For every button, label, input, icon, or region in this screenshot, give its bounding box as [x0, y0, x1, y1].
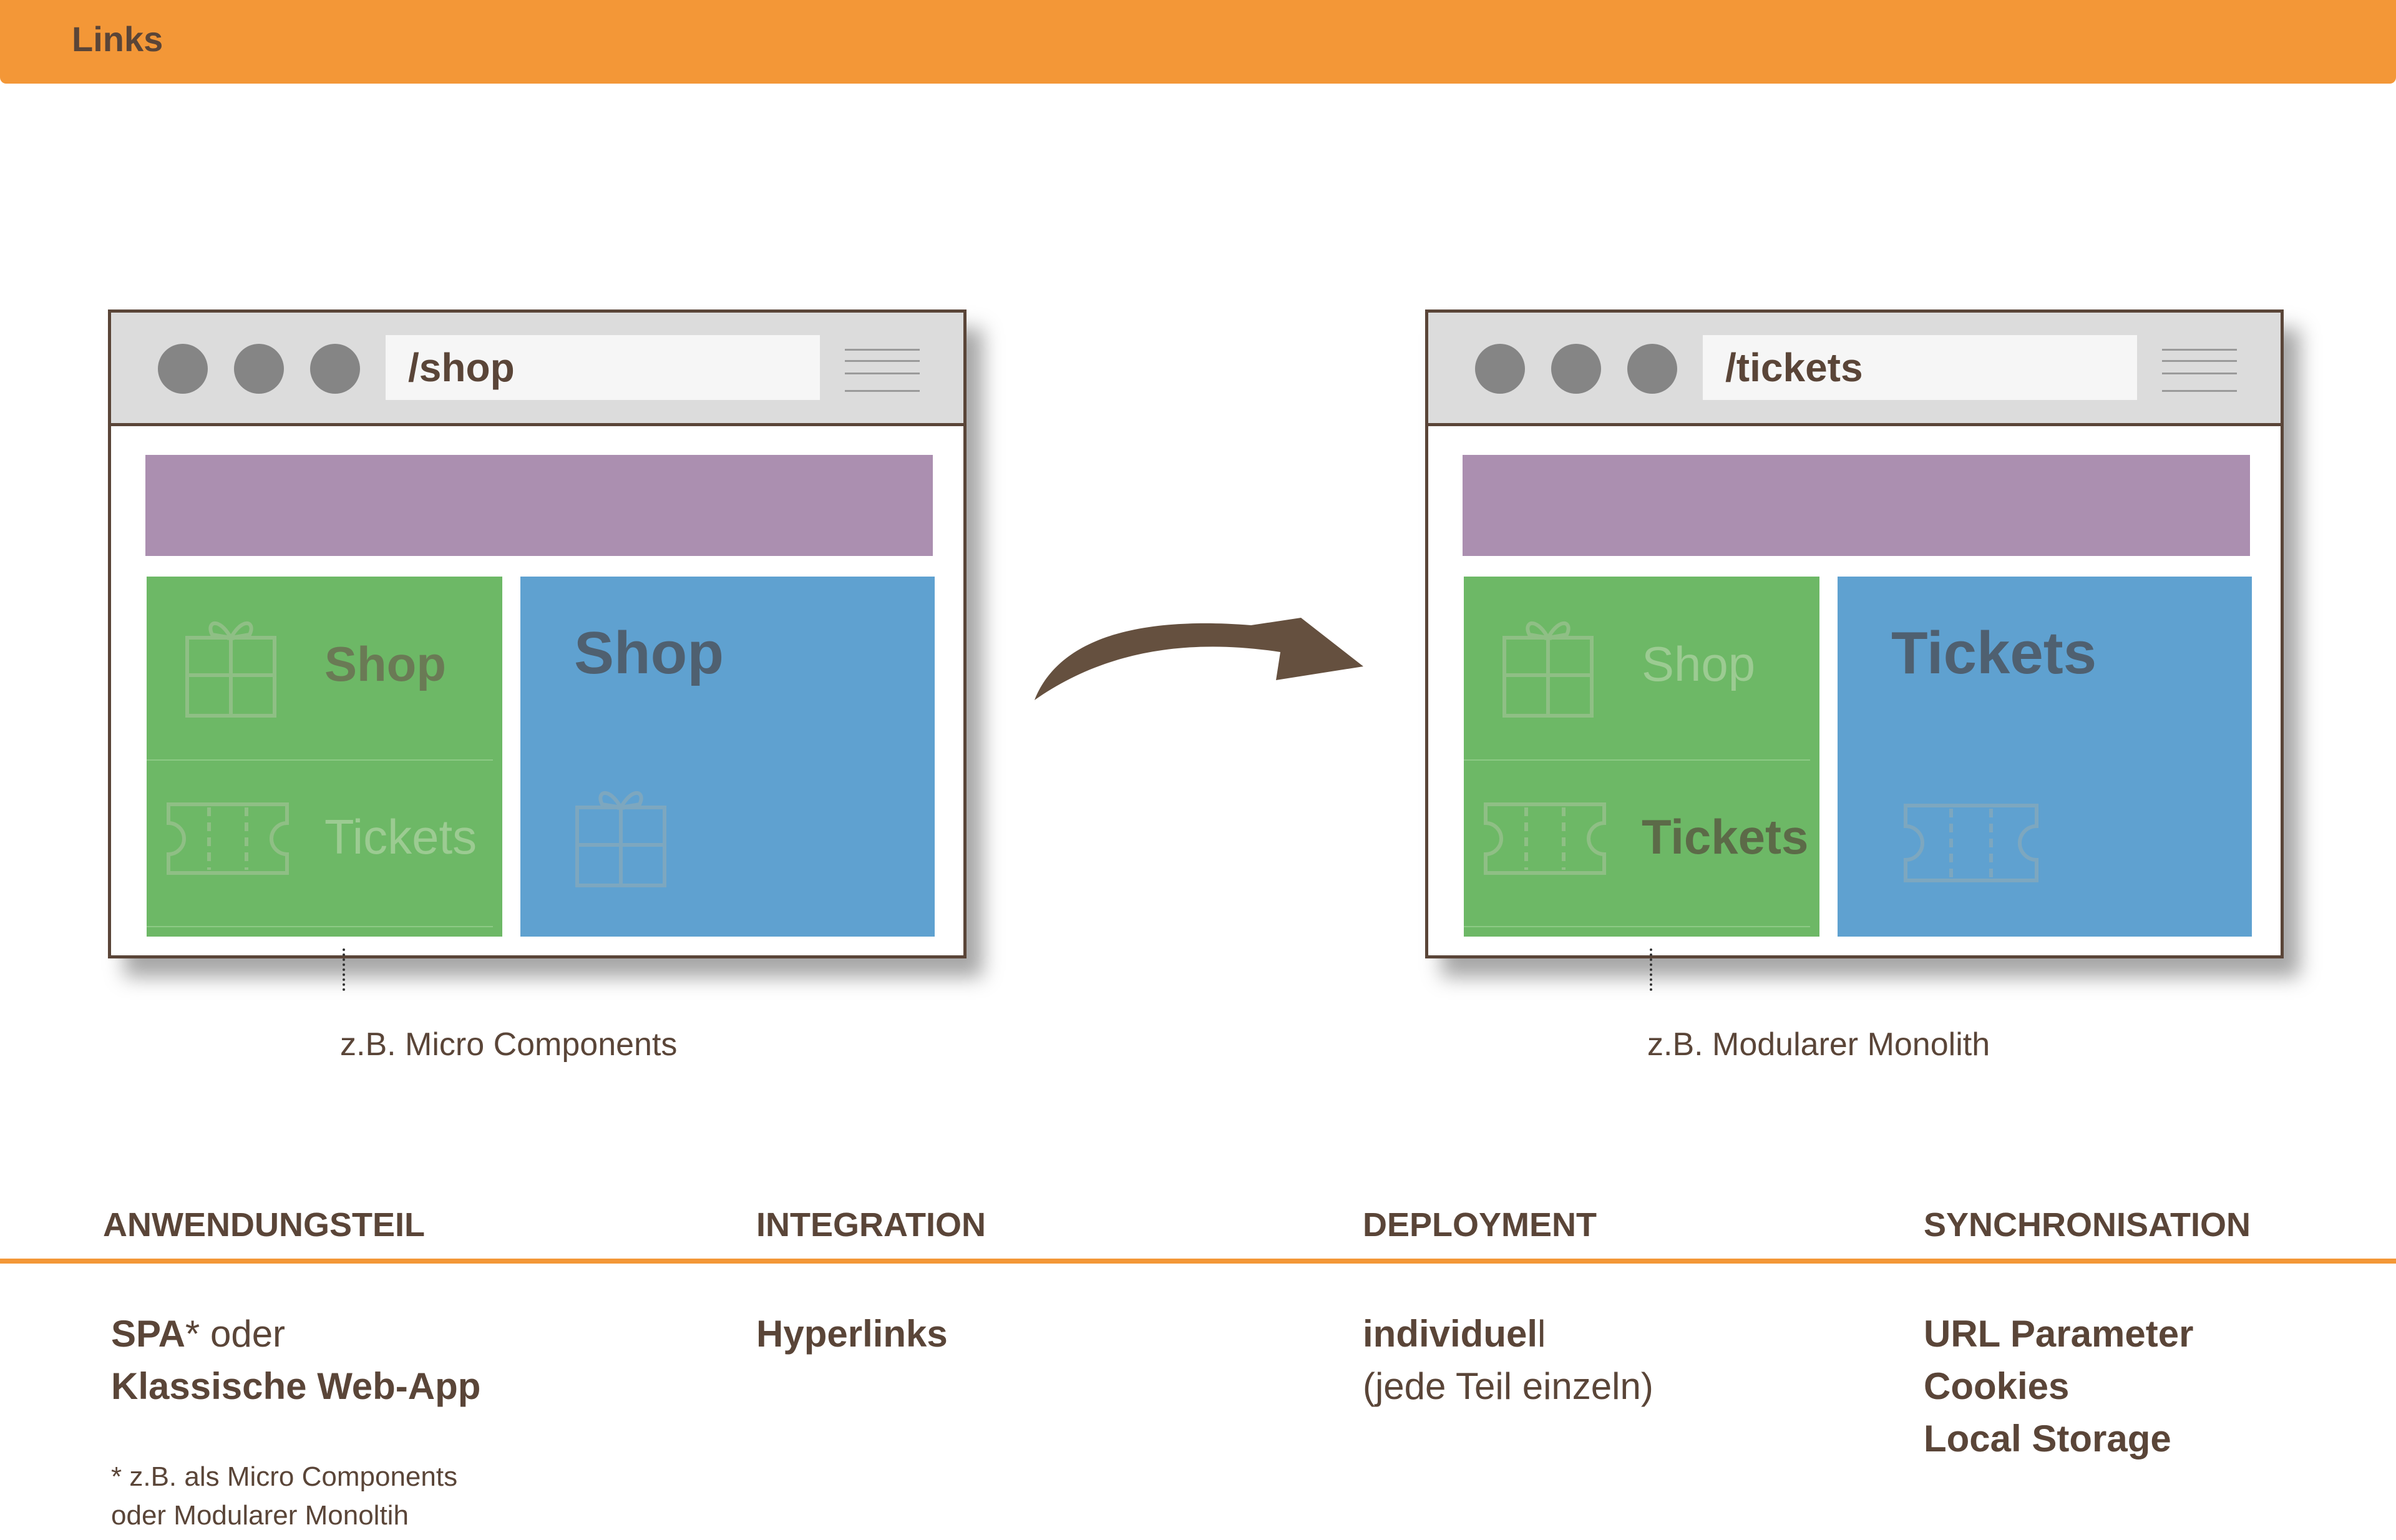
sync-item: Local Storage: [1924, 1418, 2171, 1460]
integration-value: Hyperlinks: [756, 1313, 948, 1355]
arrow-icon: [1035, 618, 1363, 700]
footnote: * z.B. als Micro Components oder Modular…: [111, 1458, 457, 1535]
browser-window-tickets: /tickets Shop T: [1425, 309, 2284, 958]
column-header-synchronisation: SYNCHRONISATION: [1924, 1206, 2251, 1244]
window-button-icon: [234, 344, 284, 394]
gift-icon: [1502, 621, 1594, 718]
content-region: Tickets: [1838, 577, 2252, 937]
gift-icon: [185, 621, 276, 718]
content-title: Tickets: [1891, 620, 2097, 686]
navigation-panel: Shop Tickets: [147, 577, 502, 937]
deployment-detail: (jede Teil einzeln): [1363, 1365, 1653, 1407]
sync-item: Cookies: [1924, 1365, 2070, 1407]
cell-integration: Hyperlinks: [756, 1308, 948, 1360]
deployment-value-rest: l: [1537, 1313, 1546, 1355]
sync-item: URL Parameter: [1924, 1313, 2194, 1355]
page-title: Links: [72, 19, 163, 59]
spa-label: SPA: [111, 1313, 185, 1355]
url-field[interactable]: /tickets: [1703, 335, 2137, 400]
header-region: [1463, 455, 2250, 556]
url-field[interactable]: /shop: [386, 335, 820, 400]
klassische-web-app-label: Klassische Web-App: [111, 1365, 481, 1407]
nav-item-tickets[interactable]: Tickets: [1642, 809, 1809, 864]
oder-label: oder: [200, 1313, 286, 1355]
ticket-icon: [1904, 804, 2038, 882]
caption-modularer-monolith: z.B. Modularer Monolith: [1647, 1026, 1990, 1063]
nav-divider: [147, 926, 493, 927]
footnote-line: * z.B. als Micro Components: [111, 1461, 458, 1492]
nav-divider: [1464, 926, 1810, 927]
browser-toolbar: /tickets: [1428, 313, 2281, 426]
nav-item-tickets[interactable]: Tickets: [324, 809, 477, 864]
browser-window-shop: /shop Shop Tick: [108, 309, 967, 958]
content-title: Shop: [574, 620, 724, 686]
ticket-icon: [1484, 802, 1606, 875]
column-header-integration: INTEGRATION: [756, 1206, 986, 1244]
nav-item-shop[interactable]: Shop: [324, 636, 446, 691]
window-button-icon: [158, 344, 208, 394]
cell-synchronisation: URL Parameter Cookies Local Storage: [1924, 1308, 2193, 1465]
header-region: [145, 455, 933, 556]
connector-line: [343, 948, 345, 991]
window-button-icon: [310, 344, 360, 394]
window-button-icon: [1551, 344, 1601, 394]
deployment-value-bold: individuel: [1363, 1313, 1538, 1355]
nav-divider: [1464, 759, 1810, 761]
ticket-icon: [167, 802, 289, 875]
footnote-line: oder Modularer Monoltih: [111, 1500, 409, 1531]
caption-micro-components: z.B. Micro Components: [340, 1026, 678, 1063]
connector-line: [1650, 948, 1652, 991]
column-header-deployment: DEPLOYMENT: [1363, 1206, 1597, 1244]
content-region: Shop: [520, 577, 935, 937]
nav-item-shop[interactable]: Shop: [1642, 636, 1756, 691]
window-button-icon: [1627, 344, 1677, 394]
navigation-panel: Shop Tickets: [1464, 577, 1819, 937]
header-bar: [0, 0, 2396, 84]
gift-icon: [575, 791, 666, 887]
window-button-icon: [1475, 344, 1525, 394]
browser-toolbar: /shop: [111, 313, 963, 426]
asterisk: *: [185, 1313, 200, 1355]
column-header-anwendungsteil: ANWENDUNGSTEIL: [103, 1206, 425, 1244]
cell-anwendungsteil: SPA* oder Klassische Web-App: [111, 1308, 480, 1413]
table-divider: [0, 1259, 2396, 1264]
nav-divider: [147, 759, 493, 761]
cell-deployment: individuell (jede Teil einzeln): [1363, 1308, 1653, 1413]
